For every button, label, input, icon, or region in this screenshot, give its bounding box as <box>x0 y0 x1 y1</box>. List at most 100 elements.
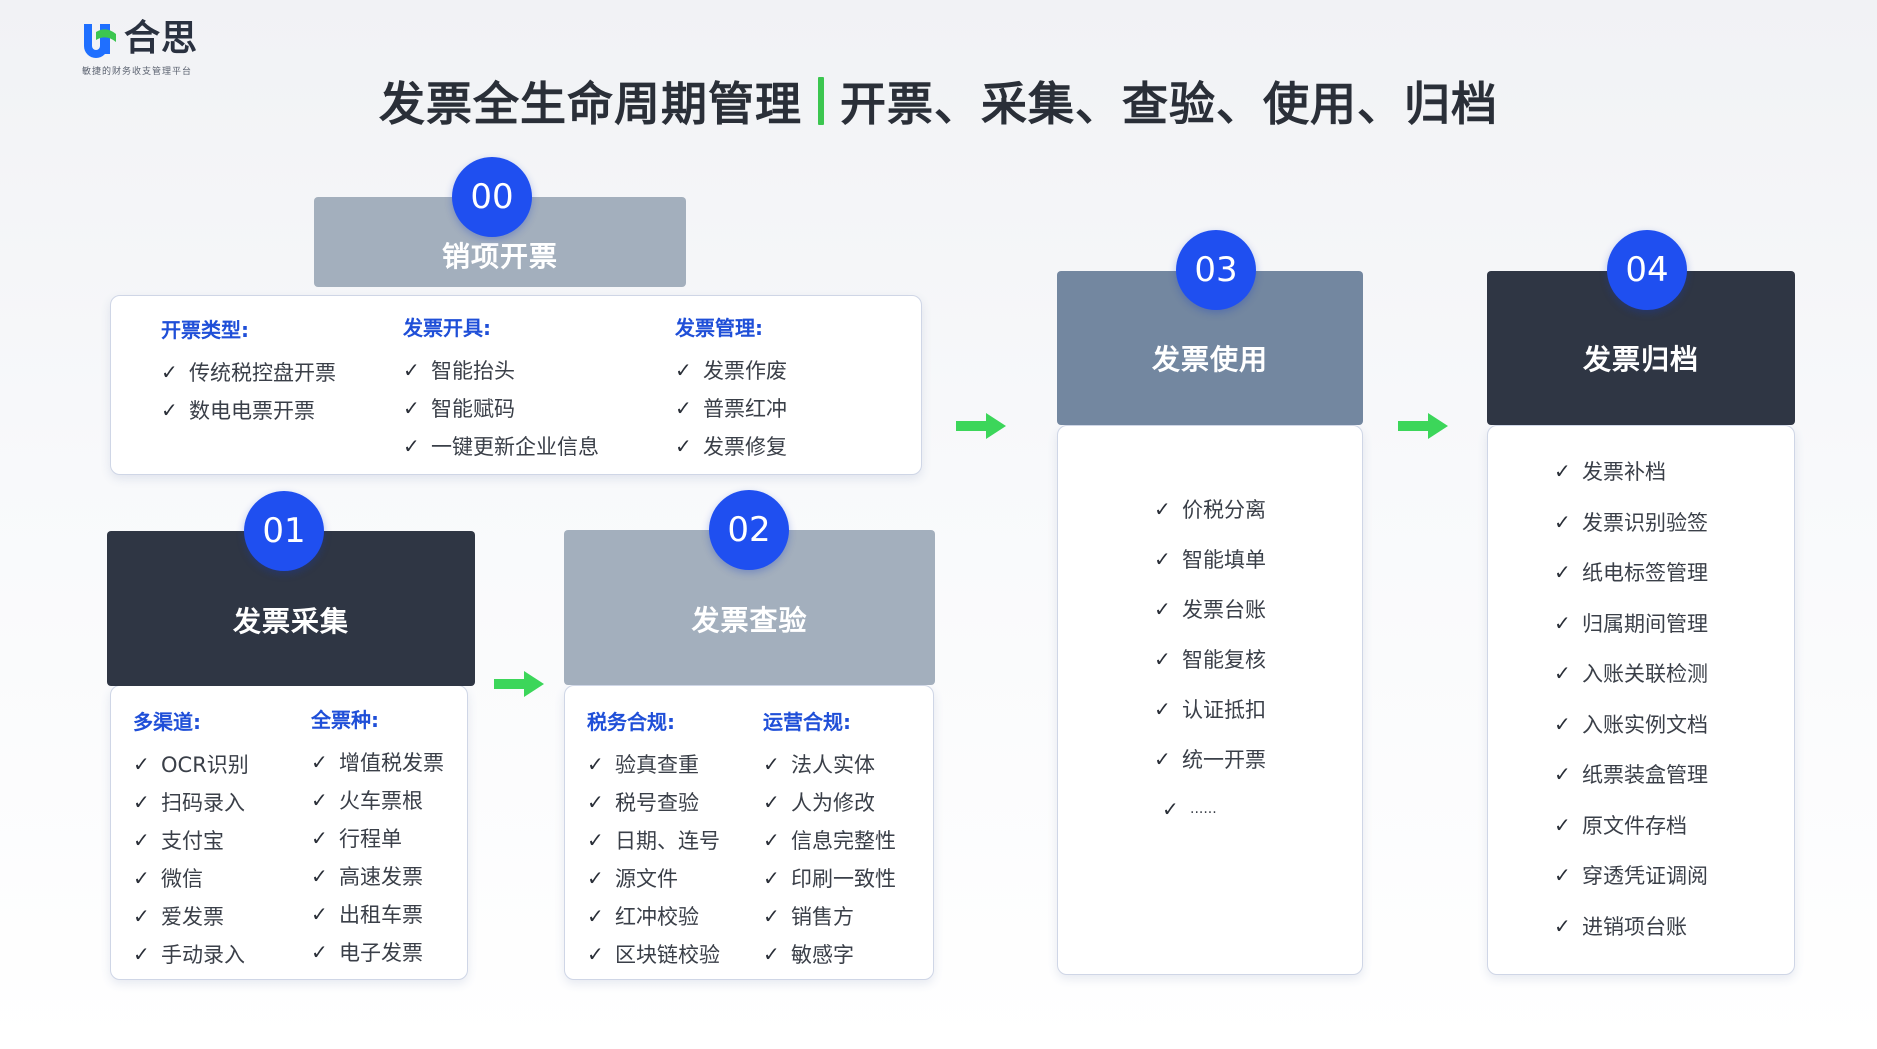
list-item: ✓信息完整性 <box>763 828 896 853</box>
check-icon: ✓ <box>763 942 780 966</box>
column-heading: 税务合规: <box>587 710 675 734</box>
list-item: ✓穿透凭证调阅 <box>1554 863 1708 889</box>
stage-04-list: ✓发票补档 ✓发票识别验签 ✓纸电标签管理 ✓归属期间管理 ✓入账关联检测 ✓入… <box>1554 446 1708 951</box>
list-item: ✓入账实例文档 <box>1554 711 1708 737</box>
flow-arrow-icon <box>494 671 544 697</box>
logo: 合思 敏捷的财务收支管理平台 <box>80 18 220 80</box>
check-icon: ✓ <box>1154 497 1171 521</box>
column-heading: 全票种: <box>311 708 379 732</box>
list-item: ✓印刷一致性 <box>763 866 896 891</box>
list-item: ✓人为修改 <box>763 790 875 815</box>
list-item: ✓爱发票 <box>133 904 224 929</box>
check-icon: ✓ <box>403 396 420 420</box>
list-item: ✓高速发票 <box>311 864 423 889</box>
stage-00-col-1: 开票类型: ✓传统税控盘开票 ✓数电电票开票 <box>161 314 336 429</box>
check-icon: ✓ <box>1554 913 1571 938</box>
list-item: ✓传统税控盘开票 <box>161 360 336 385</box>
check-icon: ✓ <box>587 866 604 890</box>
check-icon: ✓ <box>161 398 178 422</box>
check-icon: ✓ <box>311 750 328 774</box>
list-item: ✓进销项台账 <box>1554 913 1687 939</box>
list-item: ✓一键更新企业信息 <box>403 434 599 459</box>
list-item: ✓发票作废 <box>675 358 787 383</box>
check-icon: ✓ <box>1554 762 1571 787</box>
stage-00-col-2: 发票开具: ✓智能抬头 ✓智能赋码 ✓一键更新企业信息 <box>403 312 599 465</box>
list-item: ✓源文件 <box>587 866 678 891</box>
stage-00-col-3: 发票管理: ✓发票作废 ✓普票红冲 ✓发票修复 <box>675 312 787 465</box>
check-icon: ✓ <box>311 902 328 926</box>
check-icon: ✓ <box>311 864 328 888</box>
stage-01-name: 发票采集 <box>232 604 349 638</box>
stage-01-col-1: 多渠道: ✓OCR识别 ✓扫码录入 ✓支付宝 ✓微信 ✓爱发票 ✓手动录入 <box>133 706 249 973</box>
list-item: ✓电子发票 <box>311 940 423 965</box>
check-icon: ✓ <box>1154 647 1171 671</box>
list-item: ✓发票台账 <box>1154 597 1266 622</box>
check-icon: ✓ <box>133 790 150 814</box>
list-item: ✓智能填单 <box>1154 547 1266 572</box>
title-divider <box>818 77 824 125</box>
column-heading: 发票管理: <box>675 316 763 340</box>
check-icon: ✓ <box>675 396 692 420</box>
list-item: ✓统一开票 <box>1154 747 1266 772</box>
list-item: ✓发票识别验签 <box>1554 509 1708 535</box>
check-icon: ✓ <box>1554 812 1571 837</box>
check-icon: ✓ <box>763 866 780 890</box>
check-icon: ✓ <box>161 360 178 384</box>
flow-arrow-icon <box>1398 413 1448 439</box>
check-icon: ✓ <box>133 904 150 928</box>
stage-03-card: ✓价税分离 ✓智能填单 ✓发票台账 ✓智能复核 ✓认证抵扣 ✓统一开票 ✓...… <box>1057 425 1363 975</box>
check-icon: ✓ <box>1554 863 1571 888</box>
stage-04-name: 发票归档 <box>1582 343 1699 376</box>
hesi-logo-icon <box>84 24 116 58</box>
column-heading: 发票开具: <box>403 316 491 340</box>
list-item: ✓区块链校验 <box>587 942 720 967</box>
check-icon: ✓ <box>1554 560 1571 585</box>
check-icon: ✓ <box>1554 509 1571 534</box>
list-item: ✓火车票根 <box>311 788 423 813</box>
stage-04-card: ✓发票补档 ✓发票识别验签 ✓纸电标签管理 ✓归属期间管理 ✓入账关联检测 ✓入… <box>1487 425 1795 975</box>
column-heading: 开票类型: <box>161 318 249 342</box>
check-icon: ✓ <box>587 790 604 814</box>
list-item: ✓敏感字 <box>763 942 854 967</box>
list-item: ✓智能复核 <box>1154 647 1266 672</box>
list-item: ✓增值税发票 <box>311 750 444 775</box>
list-item: ✓扫码录入 <box>133 790 245 815</box>
check-icon: ✓ <box>1162 797 1179 821</box>
check-icon: ✓ <box>311 788 328 812</box>
list-item: ✓智能抬头 <box>403 358 515 383</box>
list-item: ✓税号查验 <box>587 790 699 815</box>
check-icon: ✓ <box>1554 711 1571 736</box>
title-left: 发票全生命周期管理 <box>379 77 802 131</box>
stage-04-badge: 04 <box>1607 230 1687 310</box>
check-icon: ✓ <box>1154 747 1171 771</box>
stage-03-list: ✓价税分离 ✓智能填单 ✓发票台账 ✓智能复核 ✓认证抵扣 ✓统一开票 ✓...… <box>1154 484 1266 834</box>
brand-tagline: 敏捷的财务收支管理平台 <box>82 67 193 77</box>
check-icon: ✓ <box>1554 661 1571 686</box>
check-icon: ✓ <box>763 828 780 852</box>
check-icon: ✓ <box>133 942 150 966</box>
check-icon: ✓ <box>587 752 604 776</box>
title-right: 开票、采集、查验、使用、归档 <box>840 77 1498 131</box>
column-heading: 多渠道: <box>133 710 201 734</box>
list-item: ✓普票红冲 <box>675 396 787 421</box>
list-item: ✓智能赋码 <box>403 396 515 421</box>
stage-00-name: 销项开票 <box>441 240 558 273</box>
check-icon: ✓ <box>133 828 150 852</box>
check-icon: ✓ <box>763 790 780 814</box>
check-icon: ✓ <box>587 942 604 966</box>
list-item: ✓验真查重 <box>587 752 699 777</box>
stage-02-card: 税务合规: ✓验真查重 ✓税号查验 ✓日期、连号 ✓源文件 ✓红冲校验 ✓区块链… <box>564 685 934 980</box>
check-icon: ✓ <box>763 752 780 776</box>
list-item: ✓手动录入 <box>133 942 245 967</box>
list-item: ✓出租车票 <box>311 902 423 927</box>
list-item: ✓法人实体 <box>763 752 875 777</box>
page-title: 发票全生命周期管理 开票、采集、查验、使用、归档 <box>0 70 1877 132</box>
stage-01-card: 多渠道: ✓OCR识别 ✓扫码录入 ✓支付宝 ✓微信 ✓爱发票 ✓手动录入 全票… <box>110 685 468 980</box>
list-item: ✓...... <box>1162 797 1217 821</box>
check-icon: ✓ <box>311 940 328 964</box>
list-item: ✓发票修复 <box>675 434 787 459</box>
list-item: ✓认证抵扣 <box>1154 697 1266 722</box>
check-icon: ✓ <box>1154 547 1171 571</box>
check-icon: ✓ <box>675 358 692 382</box>
list-item: ✓销售方 <box>763 904 854 929</box>
